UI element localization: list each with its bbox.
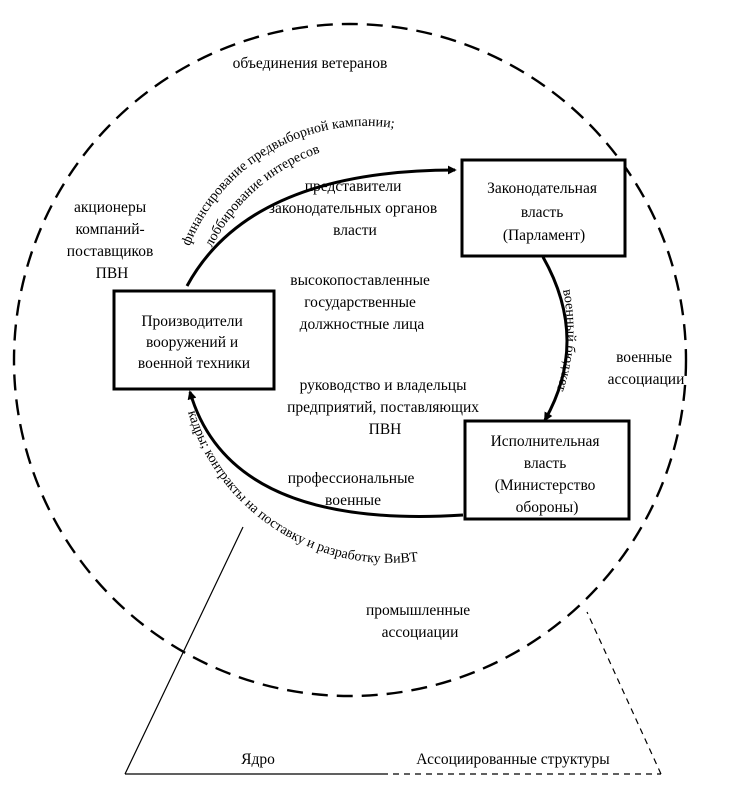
representatives-label: представители законодательных органов вл… — [269, 178, 441, 239]
arrow-producers-to-legislative — [185, 165, 457, 287]
producers-box — [112, 289, 276, 391]
associated-legend-label: Ассоциированные структуры — [416, 751, 610, 768]
legislative-box-text: Законодательная власть (Парламент) — [487, 180, 601, 244]
legislative-box — [460, 158, 627, 258]
executive-box — [463, 419, 631, 521]
management-label: руководство и владельцы предприятий, пос… — [287, 377, 483, 438]
executive-box-text: Исполнительная власть (Министерство обор… — [491, 433, 604, 516]
officials-label: высокопоставленные государственные должн… — [290, 272, 434, 333]
budget-arc-label: военный бюджет — [553, 288, 578, 393]
arrow-legislative-to-executive — [541, 256, 569, 422]
veterans-label: объединения ветеранов — [233, 55, 388, 72]
outer-dashed-circle — [12, 22, 688, 698]
military-label: профессиональные военные — [288, 470, 419, 509]
military-associations-label: военные ассоциации — [608, 349, 685, 388]
core-legend-label: Ядро — [241, 751, 275, 768]
core-funnel-line — [124, 526, 244, 775]
associated-funnel-line — [586, 611, 662, 775]
producers-box-text: Производители вооружений и военной техни… — [138, 313, 250, 372]
shareholders-label: акционеры компаний- поставщиков ПВН — [67, 199, 157, 282]
arrow-executive-to-producers — [187, 390, 464, 518]
industrial-associations-label: промышленные ассоциации — [366, 602, 474, 641]
